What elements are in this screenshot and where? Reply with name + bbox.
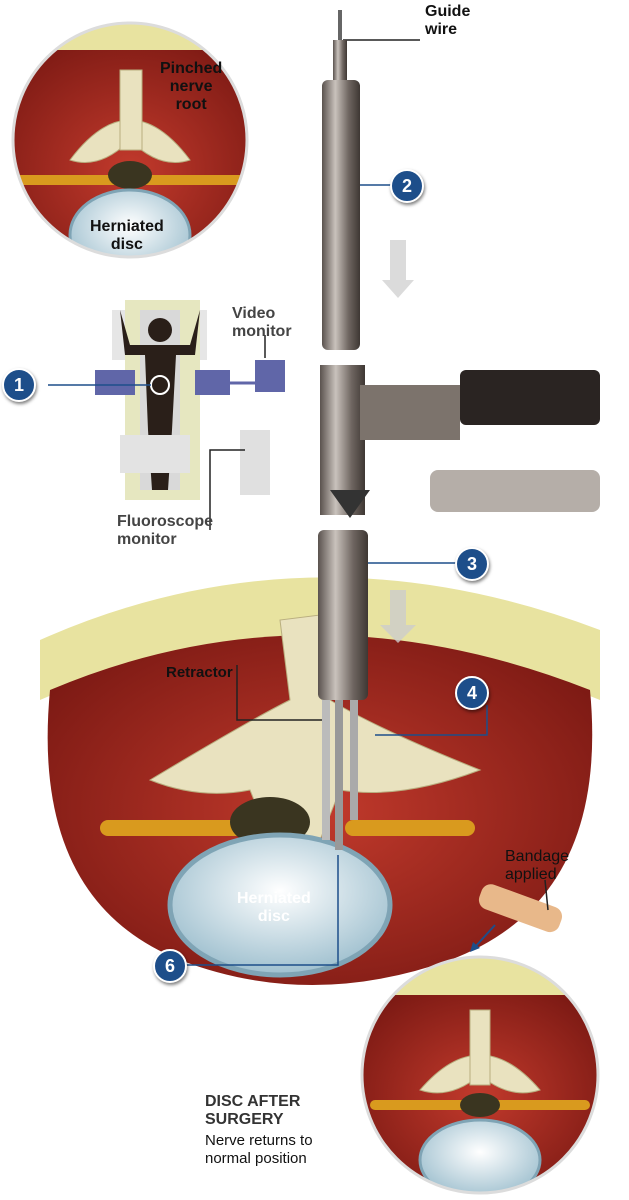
step-badge-4: 4 [455,676,489,710]
label-retractor: Retractor [166,664,233,681]
cross-section-main [40,577,600,985]
bandage [470,879,563,952]
operating-room-layout [48,300,285,530]
step-badge-1: 1 [2,368,36,402]
cross-section-after [362,957,598,1193]
cross-section-before [13,23,247,257]
working-channel [186,365,600,966]
step-badge-3: 3 [455,547,489,581]
step-badge-6: 6 [153,949,187,983]
step-badge-2: 2 [390,169,424,203]
